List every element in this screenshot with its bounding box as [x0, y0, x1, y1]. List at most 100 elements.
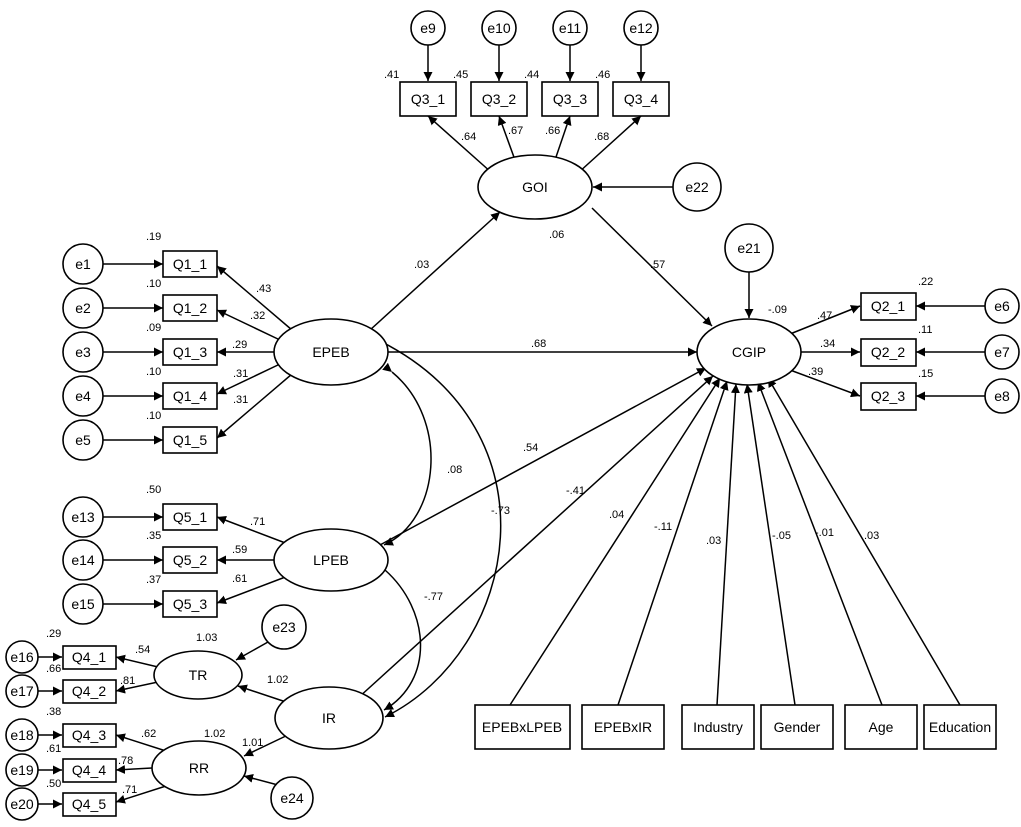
node-e22-label: e22: [685, 179, 709, 195]
r2-q5-2: .35: [146, 530, 161, 542]
loading-q5-3: .61: [232, 573, 247, 585]
node-e20: e20: [5, 787, 39, 821]
node-cgip: CGIP: [696, 318, 802, 386]
loading-q5-2: .59: [232, 544, 247, 556]
node-e10: e10: [481, 10, 517, 46]
edges: [38, 44, 985, 809]
node-e20-label: e20: [10, 796, 34, 812]
edge-e23-tr: [235, 641, 269, 661]
path-epeb-goi: .03: [414, 259, 429, 271]
node-q3-1: Q3_1: [399, 81, 457, 117]
path-ir-rr: 1.01: [242, 737, 263, 749]
node-q4-3: Q4_3: [62, 723, 117, 748]
node-e9-label: e9: [420, 20, 436, 36]
node-q1-3: Q1_3: [162, 338, 218, 366]
edge-lpeb-q5-3: [216, 575, 289, 605]
node-q5-2: Q5_2: [162, 546, 218, 574]
node-e4-label: e4: [75, 388, 91, 404]
loading-q2-3: .39: [808, 366, 823, 378]
node-rr: RR: [151, 740, 247, 796]
path-lpeb-cgip: .54: [523, 442, 538, 454]
edge-tr-q4-1: [115, 654, 159, 668]
r2-q2-1: .22: [918, 276, 933, 288]
edge-rr-q4-4: [115, 765, 153, 774]
loading-q4-1: .54: [135, 644, 150, 656]
node-e7-label: e7: [994, 344, 1010, 360]
loading-q4-3: .62: [141, 728, 156, 740]
r2-q4-5: .50: [46, 778, 61, 790]
r2-q3-1: .41: [384, 69, 399, 81]
edge-industry-cgip: [716, 383, 740, 706]
path-goi-cgip: .57: [650, 259, 665, 271]
node-q3-4-label: Q3_4: [624, 91, 658, 107]
node-ir: IR: [274, 686, 384, 750]
node-e18-label: e18: [10, 727, 34, 743]
node-education: Education: [923, 704, 997, 750]
edge-goi-cgip: [591, 207, 713, 327]
node-tr-label: TR: [189, 667, 208, 683]
node-q5-1-label: Q5_1: [173, 509, 207, 525]
node-industry: Industry: [681, 704, 755, 750]
edge-goi-q3-1: [427, 115, 493, 174]
node-age: Age: [844, 704, 918, 750]
r2-q1-1: .19: [146, 231, 161, 243]
node-e13: e13: [62, 496, 104, 538]
node-q2-1: Q2_1: [860, 292, 917, 321]
node-e21: e21: [724, 223, 774, 273]
node-q2-3-label: Q2_3: [871, 388, 905, 404]
loading-q3-3: .66: [545, 125, 560, 137]
edge-epeb-lpeb: [382, 362, 432, 546]
path-gender-cgip: -.05: [772, 530, 791, 542]
node-q1-4-label: Q1_4: [173, 388, 207, 404]
path-epebxlpeb-cgip: .04: [609, 509, 624, 521]
r2-q2-3: .15: [918, 368, 933, 380]
node-e17: e17: [5, 674, 39, 708]
path-age-cgip: -.01: [815, 527, 834, 539]
edge-tr-q4-2: [115, 681, 159, 694]
nodes: e1 e2 e3 e4 e5 Q1_1 Q1_2 Q1_3 Q1_4 Q1_5 …: [5, 10, 1020, 821]
node-q1-5-label: Q1_5: [173, 432, 207, 448]
node-e12-label: e12: [629, 20, 653, 36]
node-e2-label: e2: [75, 300, 91, 316]
r2-q4-3: .38: [46, 706, 61, 718]
r2-q4-1: .29: [46, 628, 61, 640]
path-epebxir-cgip: -.11: [654, 521, 672, 533]
r2-tr: 1.03: [196, 632, 217, 644]
node-q5-3: Q5_3: [162, 590, 218, 618]
node-q2-2-label: Q2_2: [871, 344, 905, 360]
node-e10-label: e10: [487, 20, 511, 36]
node-q4-1-label: Q4_1: [72, 649, 106, 665]
loading-q2-1: .47: [817, 310, 832, 322]
node-e14-label: e14: [71, 552, 95, 568]
edge-epeb-q1-1: [216, 265, 293, 331]
node-e5: e5: [62, 419, 104, 461]
path-ir-tr: 1.02: [267, 674, 288, 686]
edge-ir-rr: [243, 733, 291, 757]
node-e4: e4: [62, 375, 104, 417]
edge-cgip-q2-1: [789, 305, 861, 335]
node-e1: e1: [62, 243, 104, 285]
node-q4-4: Q4_4: [62, 758, 117, 783]
node-q1-5: Q1_5: [162, 426, 218, 454]
node-q5-3-label: Q5_3: [173, 596, 207, 612]
node-q4-2-label: Q4_2: [72, 683, 106, 699]
node-q4-4-label: Q4_4: [72, 762, 106, 778]
edge-education-cgip: [767, 377, 961, 706]
r2-q5-1: .50: [146, 484, 161, 496]
node-gender: Gender: [760, 704, 834, 750]
edge-rr-q4-3: [115, 733, 167, 752]
node-lpeb: LPEB: [273, 528, 389, 592]
node-q2-2: Q2_2: [860, 338, 917, 367]
r2-q1-5: .10: [146, 410, 161, 422]
edge-epeb-ir: [367, 331, 502, 718]
node-q1-2: Q1_2: [162, 294, 218, 322]
node-q3-2: Q3_2: [470, 81, 528, 117]
node-e8-label: e8: [994, 388, 1010, 404]
node-epebxir: EPEBxIR: [581, 704, 665, 750]
edge-epeb-q1-4: [216, 363, 281, 395]
edge-goi-q3-2: [497, 115, 516, 161]
loading-q4-4: .78: [118, 755, 133, 767]
node-e23-label: e23: [272, 619, 296, 635]
node-e3-label: e3: [75, 344, 91, 360]
